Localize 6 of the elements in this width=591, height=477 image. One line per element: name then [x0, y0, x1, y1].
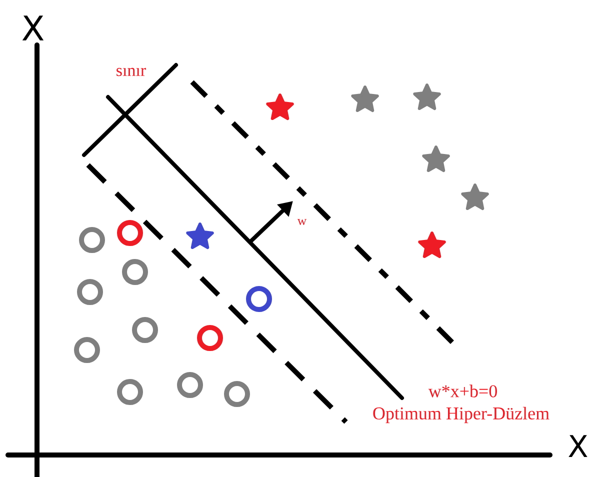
axis-label: X: [568, 435, 588, 457]
margin-label: sınır: [116, 68, 146, 76]
equation-label: w*x+b=0: [428, 384, 497, 398]
vector-label: w: [297, 218, 307, 226]
axis-label: X: [22, 16, 44, 40]
hyperplane-label: Optimum Hiper-Düzlem: [373, 406, 550, 424]
